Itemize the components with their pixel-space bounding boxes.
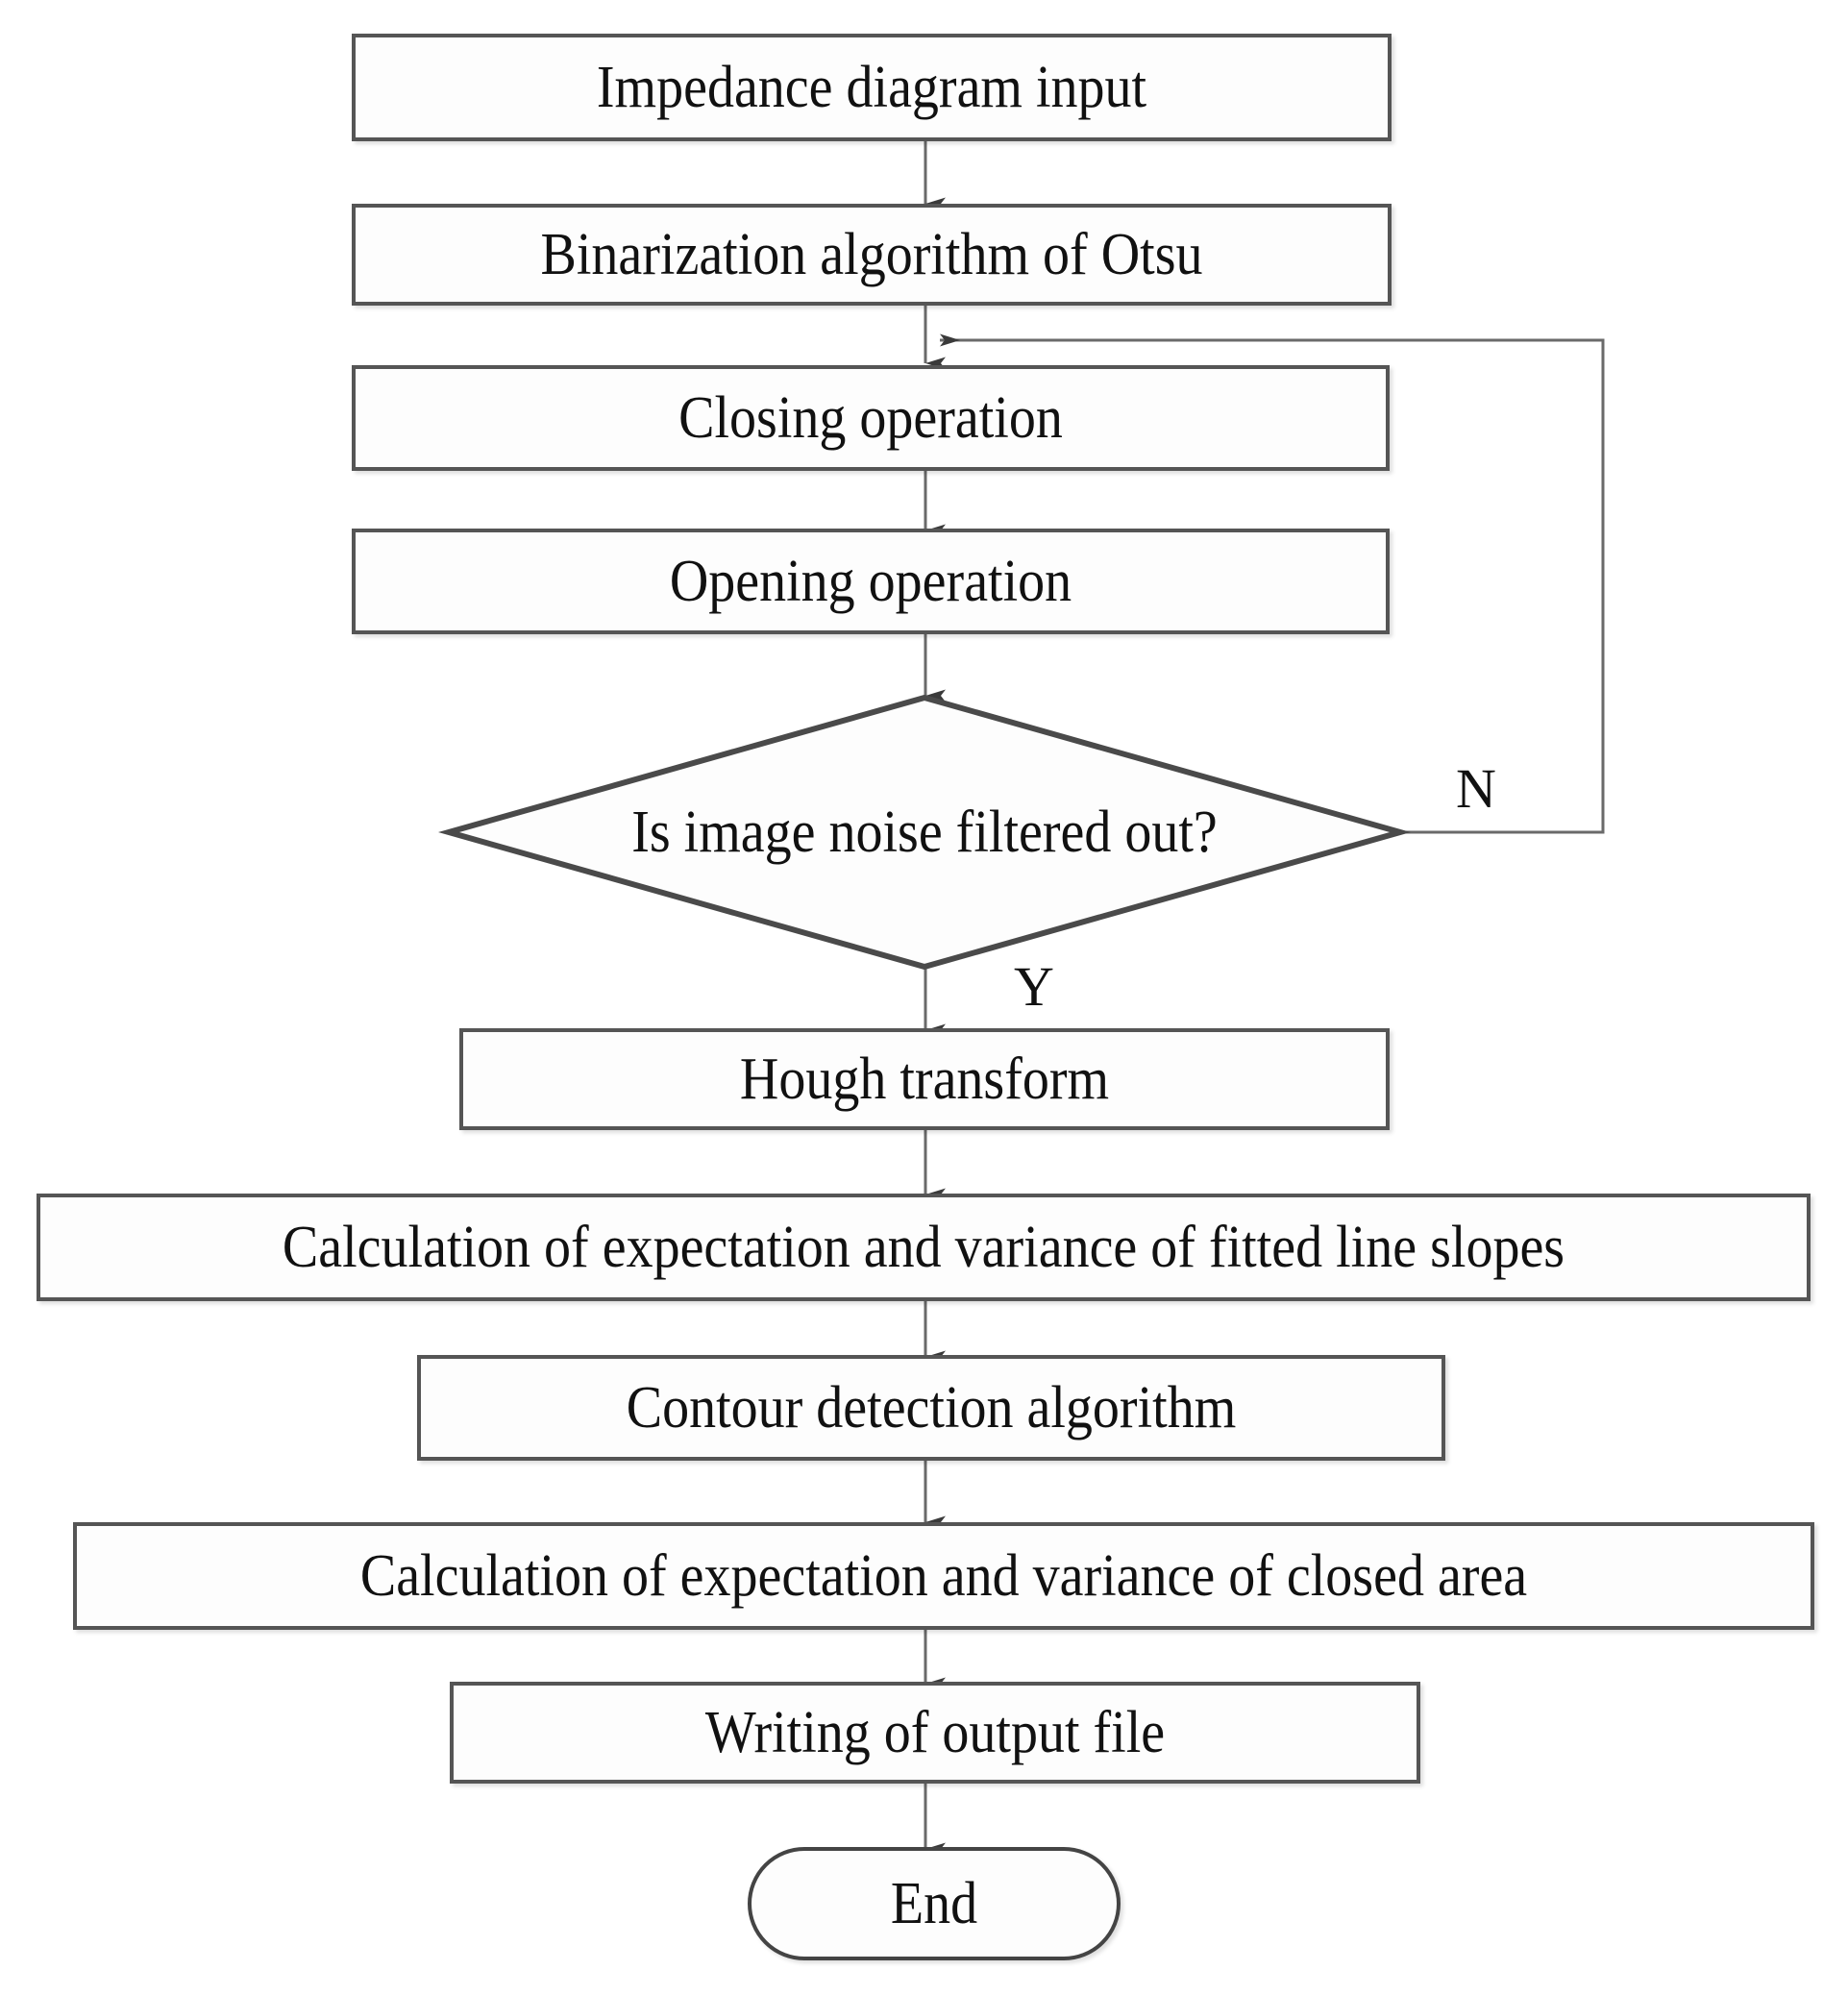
node-binarization-algorithm-of-otsu[interactable]: Binarization algorithm of Otsu bbox=[352, 204, 1392, 306]
node-contour-detection-algorithm[interactable]: Contour detection algorithm bbox=[417, 1355, 1445, 1461]
node-label: Hough transform bbox=[739, 1046, 1110, 1113]
node-label: Calculation of expectation and variance … bbox=[282, 1214, 1565, 1281]
node-label: Impedance diagram input bbox=[596, 54, 1147, 121]
node-opening-operation[interactable]: Opening operation bbox=[352, 529, 1390, 634]
node-label: Calculation of expectation and variance … bbox=[359, 1542, 1528, 1610]
node-calculation-expectation-variance-closed-area[interactable]: Calculation of expectation and variance … bbox=[73, 1522, 1814, 1630]
node-label: End bbox=[890, 1870, 978, 1937]
node-is-image-noise-filtered-out[interactable]: Is image noise filtered out? bbox=[437, 694, 1412, 971]
node-label: Writing of output file bbox=[704, 1699, 1166, 1766]
node-hough-transform[interactable]: Hough transform bbox=[459, 1028, 1390, 1130]
node-impedance-diagram-input[interactable]: Impedance diagram input bbox=[352, 34, 1392, 141]
node-label: Contour detection algorithm bbox=[626, 1374, 1237, 1441]
node-label: Binarization algorithm of Otsu bbox=[540, 221, 1203, 288]
node-label: Opening operation bbox=[669, 548, 1072, 615]
node-writing-of-output-file[interactable]: Writing of output file bbox=[450, 1682, 1420, 1784]
node-end[interactable]: End bbox=[748, 1847, 1121, 1960]
edge-label-no: N bbox=[1456, 757, 1496, 820]
edge-label-yes: Y bbox=[1014, 955, 1054, 1018]
node-label: Closing operation bbox=[678, 384, 1063, 452]
node-calculation-expectation-variance-fitted-line-slopes[interactable]: Calculation of expectation and variance … bbox=[37, 1194, 1811, 1301]
node-closing-operation[interactable]: Closing operation bbox=[352, 365, 1390, 471]
